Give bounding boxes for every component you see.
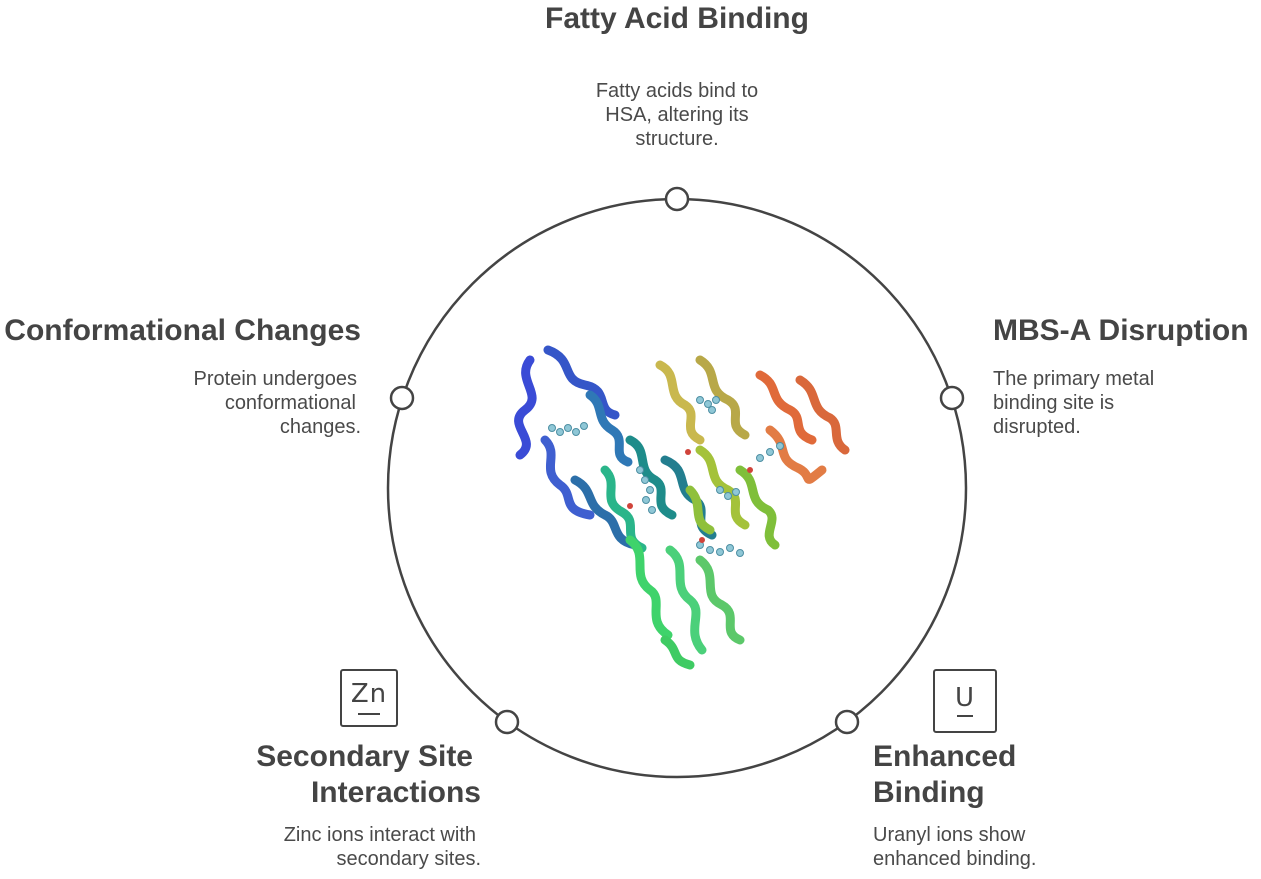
badge-underline <box>358 713 380 715</box>
node-marker-secondary-site-interactions <box>494 709 520 735</box>
title-line: Secondary Site <box>256 740 473 773</box>
cycle-ring <box>386 197 968 779</box>
description-line: HSA, altering its <box>605 104 749 126</box>
description-line: conformational <box>224 392 356 414</box>
description-line: Protein undergoes <box>193 368 357 390</box>
zinc-symbol: Zn <box>350 679 388 709</box>
zinc-element-icon: Zn <box>340 669 398 727</box>
title-line: Binding <box>873 776 985 809</box>
description-line: Zinc ions interact with <box>283 824 476 846</box>
description-line: changes. <box>279 416 361 438</box>
description-line: structure. <box>635 128 719 150</box>
description-line: secondary sites. <box>336 848 481 870</box>
description-line: Fatty acids bind to <box>595 80 759 102</box>
node-description-mbs-a-disruption: The primary metal binding site is disrup… <box>993 367 1233 439</box>
uranium-symbol: U <box>954 683 976 713</box>
node-marker-fatty-acid-binding <box>664 186 690 212</box>
node-title-enhanced-binding: Enhanced Binding <box>873 739 1016 811</box>
node-title-secondary-site-interactions: Secondary Site Interactions <box>180 739 481 811</box>
node-marker-conformational-changes <box>389 385 415 411</box>
description-line: disrupted. <box>993 416 1081 438</box>
node-marker-enhanced-binding <box>834 709 860 735</box>
title-line: Enhanced <box>873 740 1017 773</box>
protein-structure-image <box>514 345 850 670</box>
node-title-conformational-changes: Conformational Changes <box>4 314 361 347</box>
node-title-mbs-a-disruption: MBS-A Disruption <box>993 314 1249 347</box>
description-line: binding site is <box>993 392 1115 414</box>
node-description-enhanced-binding: Uranyl ions show enhanced binding. <box>873 823 1133 871</box>
title-line: Interactions <box>310 776 481 809</box>
uranium-element-icon: U <box>933 669 997 733</box>
node-description-conformational-changes: Protein undergoes conformational changes… <box>121 367 361 439</box>
description-line: enhanced binding. <box>873 848 1037 870</box>
node-description-secondary-site-interactions: Zinc ions interact with secondary sites. <box>181 823 481 871</box>
node-title-fatty-acid-binding: Fatty Acid Binding <box>545 2 809 35</box>
description-line: Uranyl ions show <box>873 824 1026 846</box>
node-marker-mbs-a-disruption <box>939 385 965 411</box>
description-line: The primary metal <box>993 368 1155 390</box>
node-description-fatty-acid-binding: Fatty acids bind to HSA, altering its st… <box>527 79 827 151</box>
badge-underline <box>957 715 973 717</box>
